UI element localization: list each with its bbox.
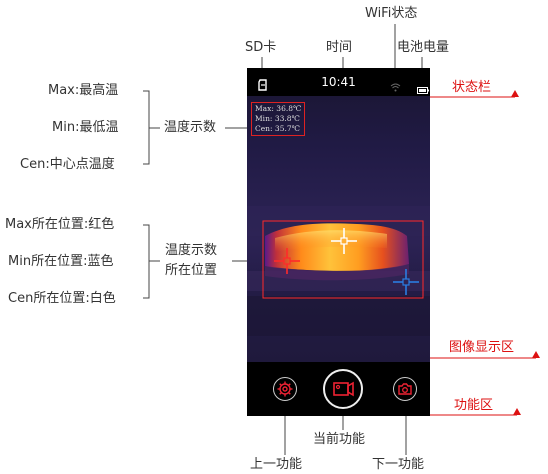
status-bar-arrow [511, 90, 519, 97]
max-position-label: Max所在位置:红色 [5, 217, 115, 232]
temp-position-label-line2: 所在位置 [165, 263, 218, 278]
cen-position-label: Cen所在位置:白色 [8, 291, 116, 306]
status-bar: 10:41 [247, 68, 430, 96]
current-function-label: 当前功能 [313, 432, 366, 447]
battery-label: 电池电量 [397, 40, 450, 55]
sd-card-label: SD卡 [245, 40, 277, 55]
readout-cen: Cen: 35.7℃ [255, 124, 301, 133]
cen-label: Cen:中心点温度 [20, 157, 115, 172]
time-label: 时间 [326, 40, 353, 55]
temperature-readout: Max: 36.8℃ Min: 33.8℃ Cen: 35.7℃ [251, 102, 306, 136]
max-label: Max:最高温 [48, 83, 119, 98]
video-camera-icon [333, 381, 354, 397]
prev-function-label: 上一功能 [250, 457, 303, 472]
temp-display-label: 温度示数 [164, 120, 217, 135]
readout-min: Min: 33.8℃ [255, 114, 300, 123]
min-position-label: Min所在位置:蓝色 [8, 254, 114, 269]
thermal-scene [247, 206, 430, 336]
function-area-arrow [513, 408, 521, 415]
battery-icon [417, 79, 429, 98]
device-screen: 10:41 [247, 68, 430, 416]
function-area-label: 功能区 [454, 398, 494, 413]
photo-camera-icon [398, 383, 412, 395]
min-marker [393, 269, 419, 295]
temp-position-label-line1: 温度示数 [165, 243, 218, 258]
readout-max: Max: 36.8℃ [255, 104, 302, 113]
image-area-label: 图像显示区 [449, 340, 515, 355]
status-bar-label: 状态栏 [452, 80, 492, 95]
status-time: 10:41 [321, 75, 356, 89]
function-bar [247, 362, 430, 416]
sd-card-icon [258, 76, 268, 95]
thermal-image: Max: 36.8℃ Min: 33.8℃ Cen: 35.7℃ [247, 96, 430, 362]
current-function-button[interactable] [323, 369, 363, 409]
min-label: Min:最低温 [52, 120, 119, 135]
prev-function-button[interactable] [273, 377, 297, 401]
next-function-label: 下一功能 [372, 457, 425, 472]
wifi-status-label: WiFi状态 [365, 6, 418, 21]
wifi-icon [390, 77, 401, 96]
image-area-arrow [532, 351, 540, 358]
cen-marker [331, 228, 357, 254]
settings-gear-icon [277, 381, 293, 397]
max-marker [274, 248, 300, 274]
next-function-button[interactable] [393, 377, 417, 401]
